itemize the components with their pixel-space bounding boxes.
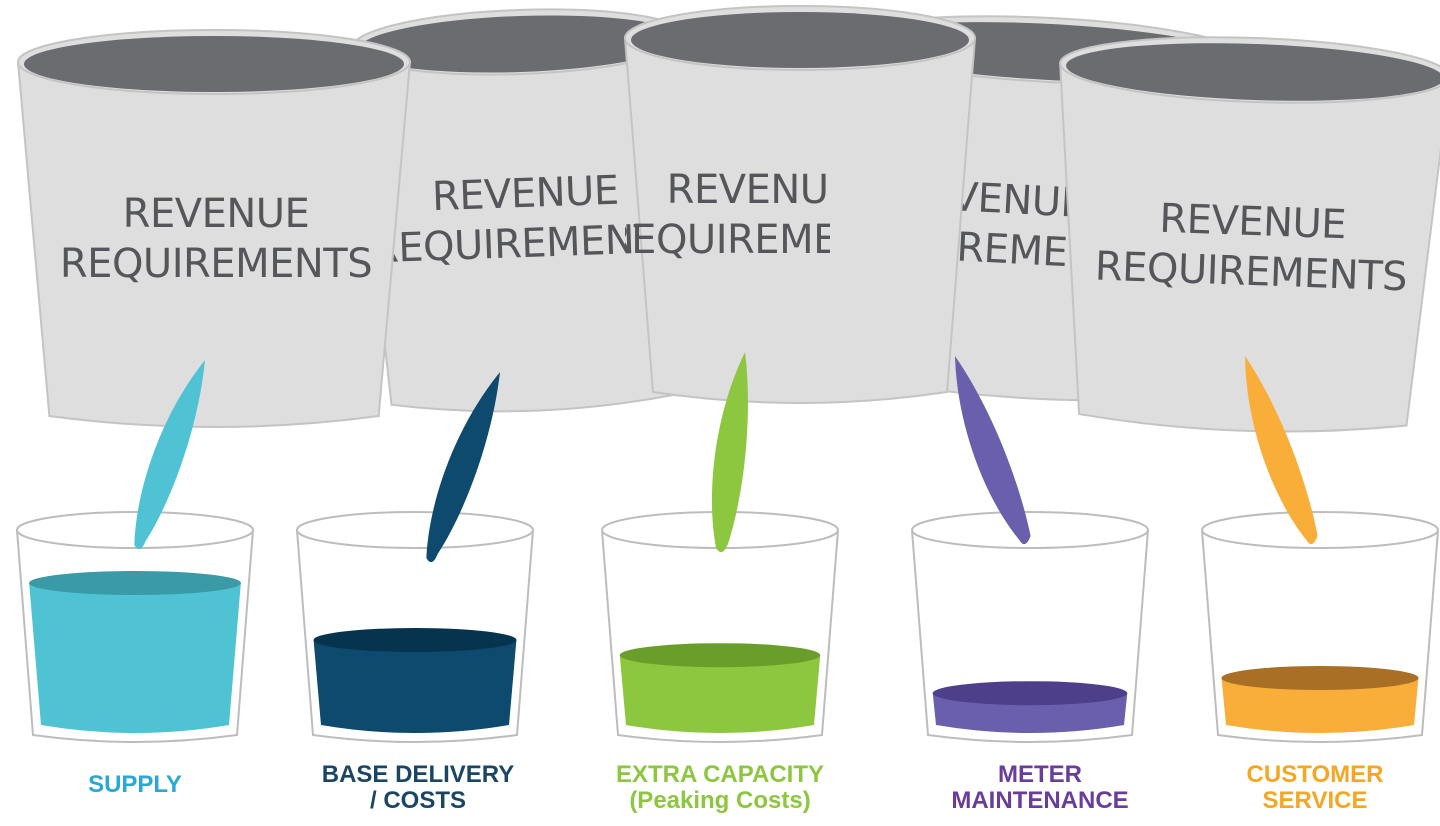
customer-service-label-line1: CUSTOMER (1246, 761, 1384, 788)
buckets-layer: REVENUEREQUIREMENTSREVENUEREQUIREMENTSRE… (16, 5, 1440, 433)
extra-capacity-liquid (619, 655, 821, 733)
meter-maintenance-cup (911, 511, 1149, 743)
extra-capacity-pour-stream (711, 352, 748, 553)
bucket-body (350, 35, 689, 413)
bucket-opening (1066, 43, 1440, 101)
meter-maintenance-liquid-surface (932, 681, 1128, 706)
bucket-body (623, 37, 977, 404)
supply-pour-stream (134, 360, 205, 550)
bucket-body (1059, 62, 1440, 433)
base-delivery-cup (296, 511, 534, 743)
extra-capacity-label-line1: EXTRA CAPACITY (615, 761, 824, 788)
base-delivery-label: BASE DELIVERY/ COSTS (288, 762, 548, 814)
bucket-label-line1: REVENUE (431, 168, 619, 220)
streams-layer (134, 352, 1318, 563)
bucket-label-line1: REVENUE (667, 167, 854, 213)
bucket-opening (631, 12, 969, 68)
supply-label: SUPPLY (5, 772, 265, 798)
meter-maintenance-pour-stream (955, 356, 1031, 545)
extra-capacity-cup (601, 511, 839, 743)
bucket-opening (358, 15, 682, 73)
meter-maintenance-label-line1: METER (998, 761, 1082, 788)
supply-liquid (29, 583, 241, 733)
extra-capacity-label-line2: (Peaking Costs) (629, 787, 811, 814)
bucket-body (16, 61, 412, 428)
customer-service-liquid-surface (1221, 666, 1419, 690)
base-delivery-liquid (313, 640, 517, 733)
bucket-opening (24, 36, 404, 92)
extra-capacity-label: EXTRA CAPACITY(Peaking Costs) (590, 762, 850, 814)
meter-maintenance-label-line2: MAINTENANCE (951, 787, 1129, 814)
bucket-label-line2: REQUIREMENTS (60, 241, 372, 287)
bucket-label-line2: REQUIREMENTS (370, 215, 684, 272)
bucket-label-line1: REVENUE (123, 191, 310, 237)
customer-service-liquid (1221, 678, 1419, 733)
extra-capacity-liquid-surface (619, 643, 821, 668)
base-delivery-label-line2: / COSTS (369, 787, 466, 814)
base-delivery-pour-stream (426, 372, 500, 563)
bucket-label-line2: REQUIREMENTS (604, 217, 916, 263)
customer-service-cup (1201, 511, 1439, 743)
customer-service-pour-stream (1245, 356, 1318, 545)
supply-label-line1: SUPPLY (88, 771, 182, 798)
customer-service-label-line2: SERVICE (1262, 787, 1368, 814)
bucket-label-line2: REQUIREMENTS (1094, 244, 1408, 301)
cups-layer (16, 511, 1439, 743)
base-delivery-liquid-surface (313, 628, 517, 652)
supply-liquid-surface (29, 571, 241, 595)
bucket-label-line1: REVENUE (1159, 196, 1347, 248)
base-delivery-label-line1: BASE DELIVERY (321, 761, 515, 788)
supply-cup (16, 511, 254, 743)
